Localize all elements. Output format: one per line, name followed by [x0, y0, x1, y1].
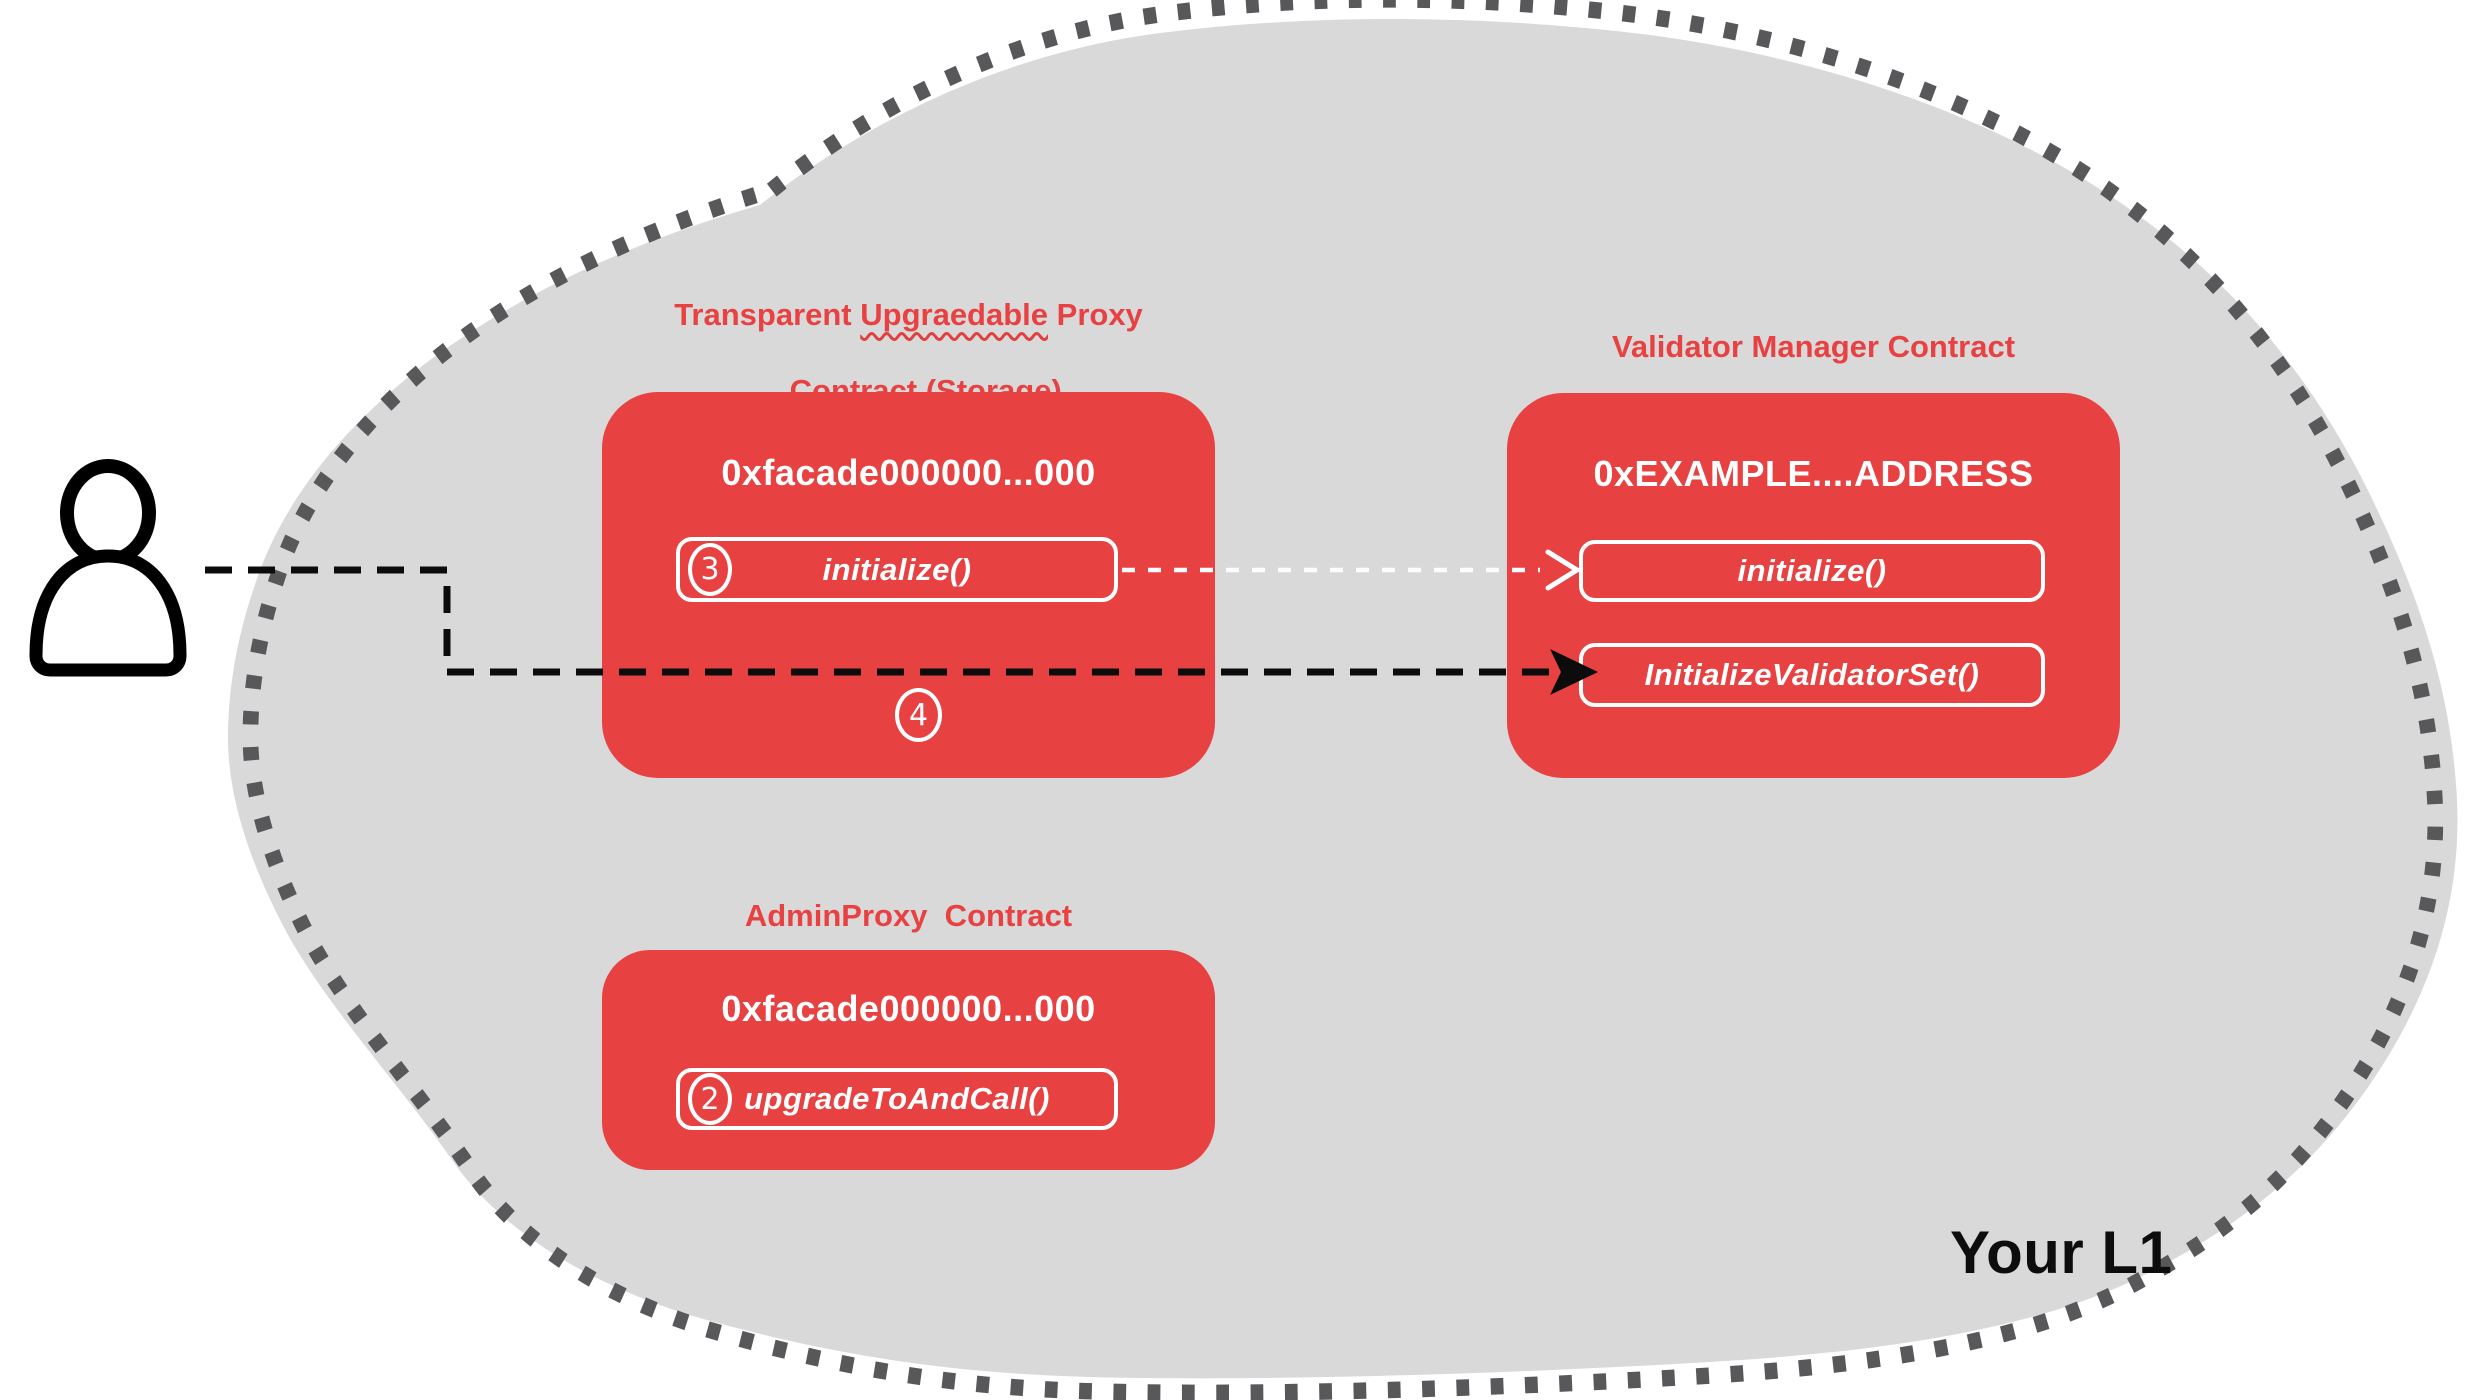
user-icon — [29, 459, 187, 677]
admin-proxy-contract-box: 0xfacade000000...000 upgradeToAndCall() … — [602, 950, 1215, 1170]
admin-contract-address: 0xfacade000000...000 — [721, 988, 1096, 1029]
admin-upgradetoandcall-function: upgradeToAndCall() — [676, 1068, 1118, 1130]
proxy-title-part2: Proxy — [1048, 297, 1143, 332]
step-4-badge: 4 — [895, 688, 942, 742]
region-label-your-l1: Your L1 — [1950, 1219, 2173, 1286]
proxy-contract-box: 0xfacade000000...000 initialize() 3 4 — [602, 392, 1215, 778]
validator-contract-address: 0xEXAMPLE....ADDRESS — [1593, 453, 2034, 494]
admin-proxy-contract-title: AdminProxy Contract — [744, 898, 1073, 933]
step-3-badge: 3 — [688, 543, 732, 596]
validator-manager-contract-box: 0xEXAMPLE....ADDRESS initialize() Initia… — [1507, 393, 2120, 778]
validator-initialize-function: initialize() — [1579, 540, 2045, 602]
proxy-title-part1: Transparent — [674, 297, 861, 332]
proxy-title-misspelled-word: Upgraedable — [860, 297, 1049, 332]
l1-blob-shape — [228, 18, 2458, 1379]
validator-initializevalidatorset-function: InitializeValidatorSet() — [1579, 643, 2045, 707]
proxy-contract-address: 0xfacade000000...000 — [721, 452, 1096, 493]
step-2-badge: 2 — [688, 1073, 732, 1125]
validator-contract-title: Validator Manager Contract — [1611, 329, 2016, 364]
proxy-initialize-function: initialize() — [676, 537, 1118, 602]
